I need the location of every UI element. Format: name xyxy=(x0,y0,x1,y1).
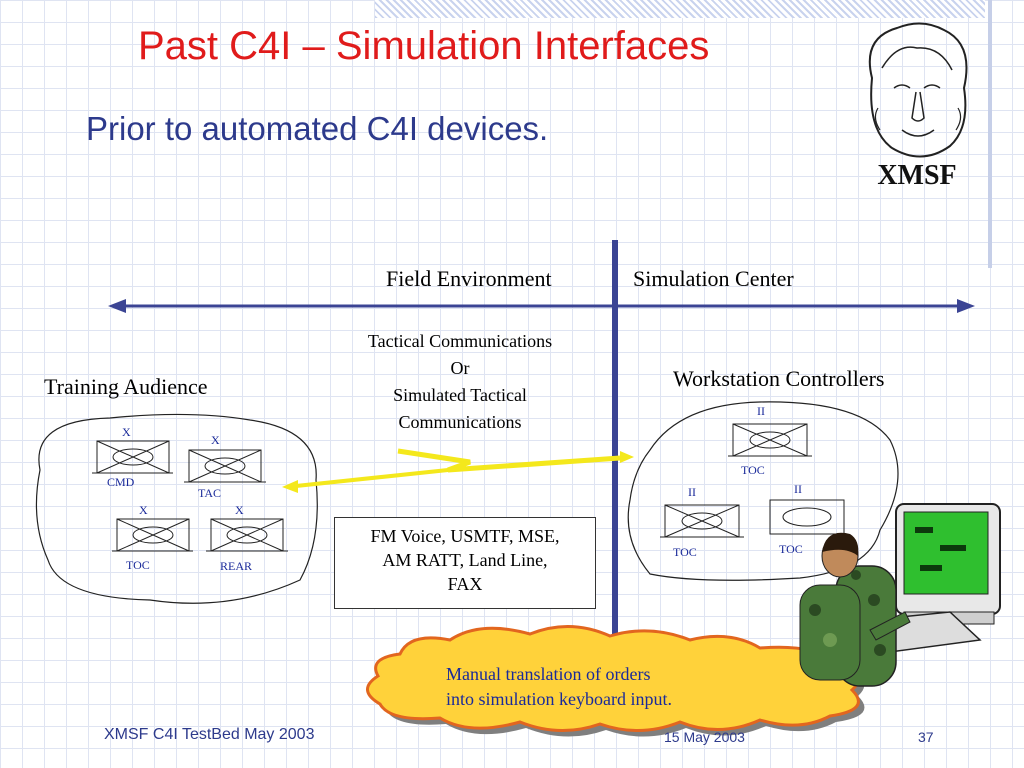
unit-symbol-rear xyxy=(206,518,288,552)
left-arrowhead-icon xyxy=(108,299,126,313)
xmsf-lion-logo: XMSF xyxy=(868,22,968,190)
lightning-branch-left xyxy=(295,468,449,488)
unit-name-rear: REAR xyxy=(220,559,253,573)
slide-title: Past C4I – Simulation Interfaces xyxy=(138,24,710,68)
soldier-at-computer-icon xyxy=(799,503,1001,687)
cloud-text-block: Manual translation of orders into simula… xyxy=(446,662,672,712)
unit-echelon-toc-right-right: II xyxy=(794,482,802,496)
comms-line: Or xyxy=(450,358,470,378)
unit-symbol-toc-right-left xyxy=(660,504,744,538)
unit-echelon-toc-left: X xyxy=(139,503,148,517)
unit-symbol-tac xyxy=(184,449,266,483)
lightning-arrowhead-left-icon xyxy=(282,480,298,493)
lightning-bolt-icon xyxy=(397,448,621,473)
unit-symbol-toc-right-top xyxy=(728,423,812,457)
translation-cloud xyxy=(366,625,860,732)
unit-symbol-toc-right-right xyxy=(769,499,845,535)
comms-line: Tactical Communications xyxy=(367,331,553,351)
field-environment-label: Field Environment xyxy=(386,266,552,291)
simulation-center-label: Simulation Center xyxy=(633,266,794,291)
unit-name-toc-left: TOC xyxy=(126,558,150,572)
fm-voice-box: FM Voice, USMTF, MSE, AM RATT, Land Line… xyxy=(334,517,596,609)
right-accent-stripe xyxy=(988,0,992,268)
comms-line: Communications xyxy=(398,412,522,432)
logo-text: XMSF xyxy=(877,160,956,190)
unit-echelon-toc-right-left: II xyxy=(688,485,696,499)
slide-number: 37 xyxy=(918,729,934,745)
header-hatch-band xyxy=(375,0,985,18)
unit-echelon-cmd: X xyxy=(122,425,131,439)
workstation-controllers-label: Workstation Controllers xyxy=(673,366,885,391)
cloud-line: into simulation keyboard input. xyxy=(446,689,672,709)
unit-name-toc-right-right: TOC xyxy=(779,542,803,556)
lightning-arrowhead-right-icon xyxy=(620,451,634,463)
fm-line: AM RATT, Land Line, xyxy=(382,550,548,570)
comms-text-block: Tactical Communications Or Simulated Tac… xyxy=(318,328,602,436)
unit-echelon-rear: X xyxy=(235,503,244,517)
unit-symbol-toc-left xyxy=(112,518,193,552)
workstation-boundary xyxy=(627,401,899,581)
unit-name-toc-right-left: TOC xyxy=(673,545,697,559)
training-audience-label: Training Audience xyxy=(44,374,208,399)
fm-line: FAX xyxy=(447,574,483,594)
unit-name-toc-right-top: TOC xyxy=(741,463,765,477)
fm-line: FM Voice, USMTF, MSE, xyxy=(370,526,560,546)
slide-subtitle: Prior to automated C4I devices. xyxy=(86,110,549,147)
comms-line: Simulated Tactical xyxy=(393,385,527,405)
footer-date: 15 May 2003 xyxy=(664,729,745,745)
unit-name-cmd: CMD xyxy=(107,475,135,489)
right-arrowhead-icon xyxy=(957,299,975,313)
cloud-line: Manual translation of orders xyxy=(446,664,651,684)
unit-echelon-tac: X xyxy=(211,433,220,447)
footer-left-text: XMSF C4I TestBed May 2003 xyxy=(104,726,315,743)
training-audience-boundary xyxy=(35,413,318,604)
unit-name-tac: TAC xyxy=(198,486,222,500)
unit-echelon-toc-right-top: II xyxy=(757,404,765,418)
unit-symbol-cmd xyxy=(92,440,173,474)
